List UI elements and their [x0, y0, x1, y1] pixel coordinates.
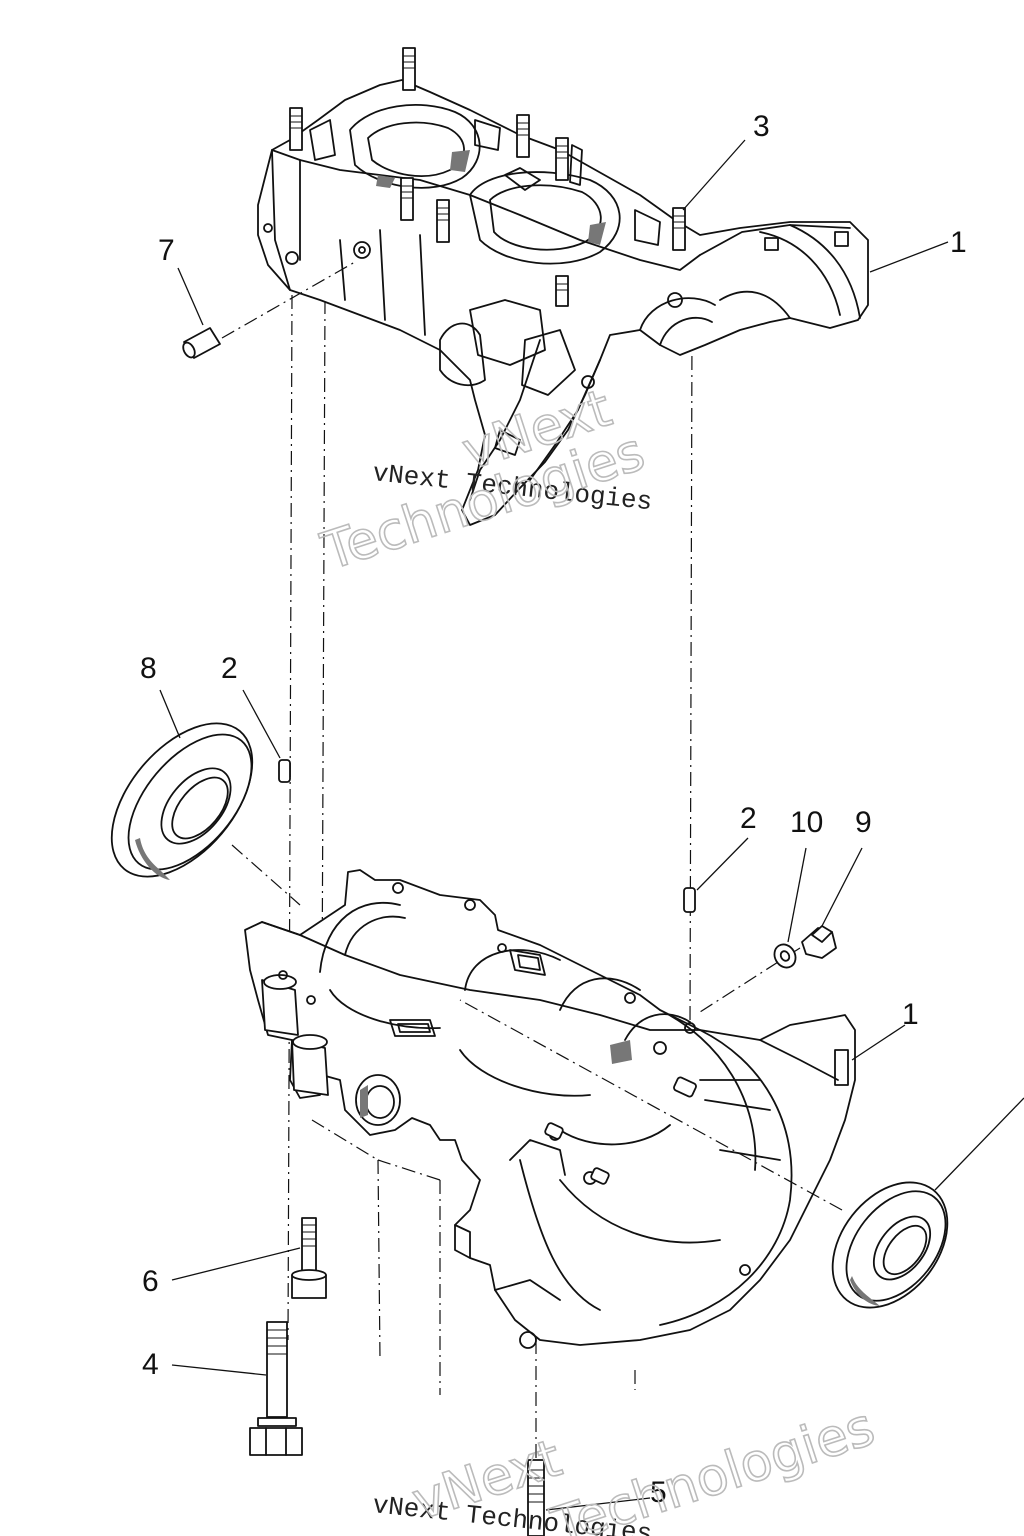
- callout-2-left: 2: [221, 652, 238, 685]
- callout-1-bottom: 1: [902, 998, 919, 1031]
- lower-crankcase: [244, 869, 856, 1349]
- bolt-4: [171, 1321, 303, 1456]
- watermark-outline-line2-bottom: Technologies: [545, 1397, 882, 1536]
- bolt-5: [527, 1459, 651, 1536]
- oil-seal-1-right: [459, 999, 1024, 1309]
- callout-7: 7: [158, 234, 175, 267]
- callout-9: 9: [855, 806, 872, 839]
- dowel-2-right: [683, 837, 749, 913]
- watermark-bottom: vNext Technologies vNext Technologies: [371, 1396, 882, 1536]
- drain-plug-9: [699, 847, 863, 1013]
- callout-6: 6: [142, 1265, 159, 1298]
- dowel-2-left: [242, 689, 291, 783]
- callout-1-top: 1: [950, 226, 967, 259]
- oil-seal-8: [110, 689, 301, 906]
- washer-10: [773, 847, 807, 969]
- leader-1-top: [869, 241, 949, 273]
- callout-10: 10: [790, 806, 823, 839]
- callout-3: 3: [753, 110, 770, 143]
- callout-labels: 1 3 7 8 2 2 10 9 1 6 4 5: [140, 110, 967, 1509]
- callout-5: 5: [650, 1476, 667, 1509]
- callout-4: 4: [142, 1348, 159, 1381]
- cylinder-studs: [289, 47, 686, 307]
- upper-crankcase: [257, 47, 869, 526]
- callout-2-right: 2: [740, 802, 757, 835]
- bolt-6: [171, 1217, 327, 1299]
- callout-8: 8: [140, 652, 157, 685]
- leader-3: [682, 139, 746, 211]
- dowel-pin-7: [177, 261, 356, 359]
- leader-1-bottom: [851, 1024, 906, 1061]
